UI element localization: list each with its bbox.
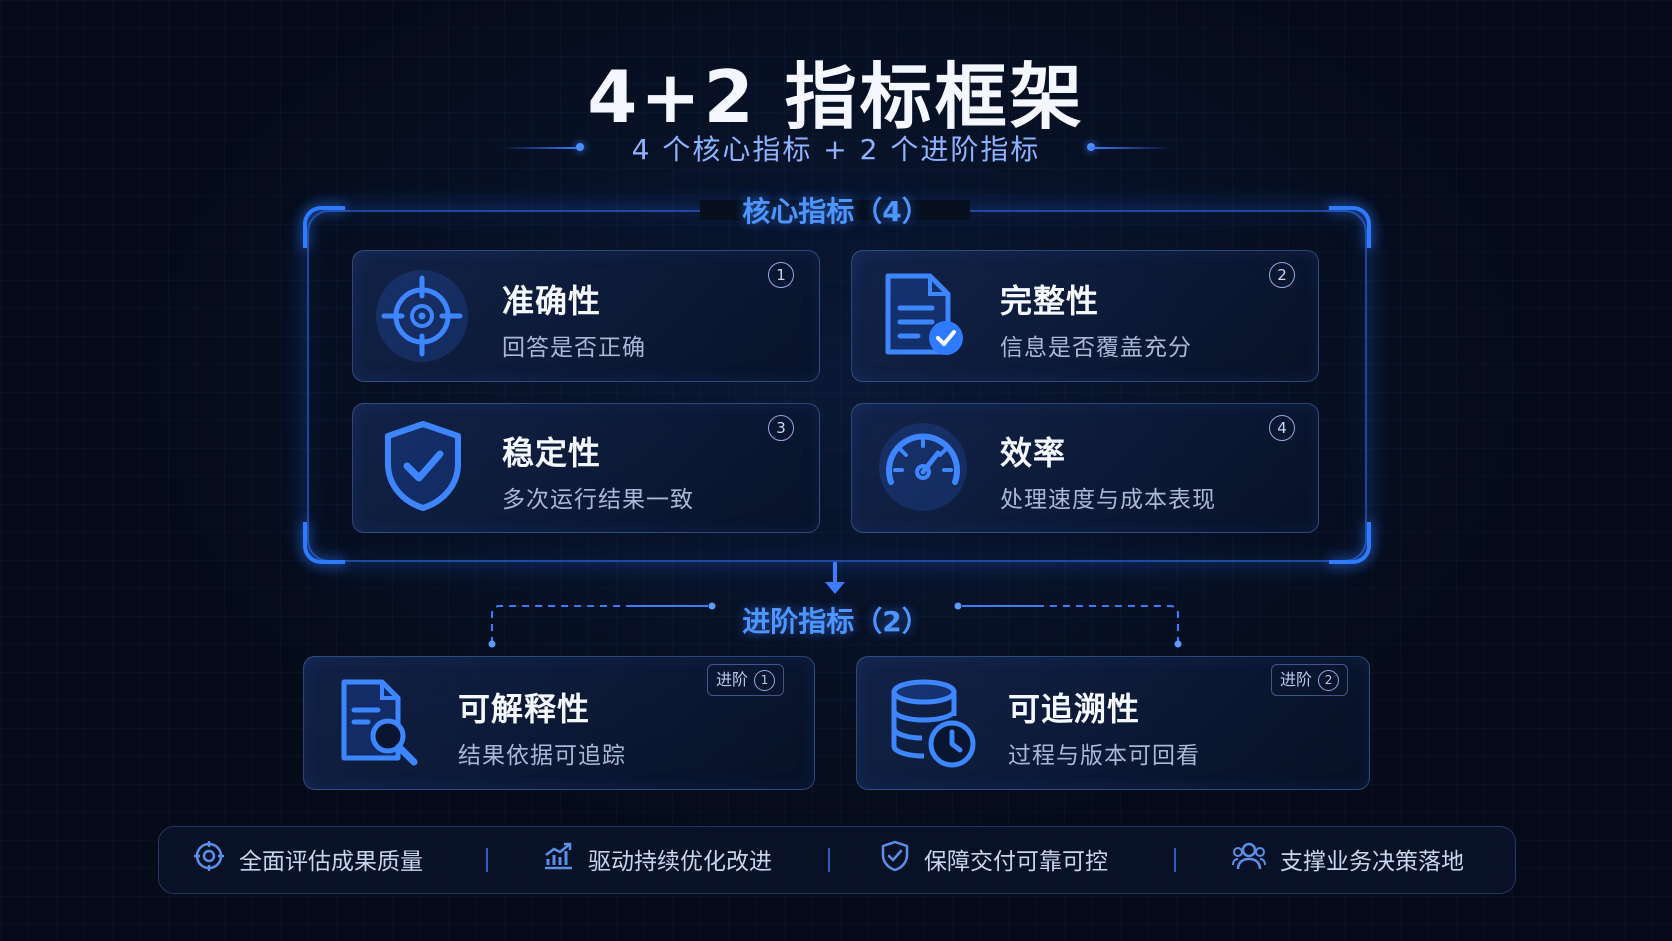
metric-title: 稳定性 bbox=[502, 434, 602, 472]
footer-item-optimize: 驱动持续优化改进 bbox=[542, 842, 772, 876]
metric-title: 准确性 bbox=[502, 282, 602, 320]
subtitle-line-right bbox=[1091, 147, 1171, 149]
metric-number-badge: 4 bbox=[1269, 415, 1295, 441]
shield-check-icon bbox=[880, 840, 910, 878]
metric-title: 可解释性 bbox=[458, 690, 591, 728]
metric-number-badge: 3 bbox=[768, 415, 794, 441]
trend-chart-icon bbox=[542, 841, 574, 877]
core-section-label: 核心指标（4） bbox=[742, 195, 930, 228]
footer-item-reliable: 保障交付可靠可控 bbox=[880, 840, 1108, 878]
connector-lines bbox=[488, 562, 1182, 648]
users-icon bbox=[1232, 841, 1266, 877]
frame-corner-tr bbox=[1329, 206, 1371, 248]
metric-title: 可追溯性 bbox=[1008, 690, 1141, 728]
metric-desc: 回答是否正确 bbox=[502, 335, 646, 361]
advanced-badge-number: 2 bbox=[1318, 669, 1340, 691]
advanced-badge: 进阶 2 bbox=[1271, 664, 1349, 696]
metric-desc: 过程与版本可回看 bbox=[1008, 743, 1200, 769]
footer-bar bbox=[158, 826, 1516, 894]
metric-title: 完整性 bbox=[1000, 282, 1100, 320]
page-subtitle: 4 个核心指标 + 2 个进阶指标 bbox=[631, 133, 1041, 166]
target-icon bbox=[374, 268, 470, 364]
target-icon bbox=[193, 840, 225, 878]
speedometer-icon bbox=[876, 420, 970, 514]
footer-item-quality: 全面评估成果质量 bbox=[193, 840, 423, 878]
frame-corner-bl bbox=[303, 522, 345, 564]
footer-item-label: 驱动持续优化改进 bbox=[588, 849, 772, 875]
advanced-badge: 进阶 1 bbox=[707, 664, 785, 696]
metric-card-completeness bbox=[851, 250, 1319, 382]
footer-item-decision: 支撑业务决策落地 bbox=[1232, 842, 1464, 876]
shield-check-icon bbox=[380, 418, 466, 514]
footer-divider bbox=[828, 848, 830, 872]
page-title: 4+2 指标框架 bbox=[587, 55, 1085, 139]
subtitle-line-left bbox=[500, 147, 580, 149]
document-search-icon bbox=[338, 676, 422, 768]
footer-item-label: 保障交付可靠可控 bbox=[924, 849, 1108, 875]
footer-divider bbox=[1174, 848, 1176, 872]
advanced-badge-label: 进阶 bbox=[1280, 670, 1313, 689]
footer-item-label: 支撑业务决策落地 bbox=[1280, 849, 1464, 875]
subtitle-dot-left bbox=[576, 143, 584, 151]
document-check-icon bbox=[882, 270, 968, 360]
metric-title: 效率 bbox=[1000, 434, 1067, 472]
metric-desc: 信息是否覆盖充分 bbox=[1000, 335, 1192, 361]
database-clock-icon bbox=[886, 676, 980, 770]
metric-desc: 多次运行结果一致 bbox=[502, 487, 694, 513]
metric-card-accuracy bbox=[352, 250, 820, 382]
advanced-badge-label: 进阶 bbox=[716, 670, 749, 689]
footer-item-label: 全面评估成果质量 bbox=[239, 849, 423, 875]
core-label-backdrop bbox=[700, 200, 970, 220]
metric-desc: 结果依据可追踪 bbox=[458, 743, 626, 769]
metric-card-explainability bbox=[303, 656, 815, 790]
frame-corner-br bbox=[1329, 522, 1371, 564]
metric-number-badge: 1 bbox=[768, 262, 794, 288]
metric-desc: 处理速度与成本表现 bbox=[1000, 487, 1216, 513]
frame-corner-tl bbox=[303, 206, 345, 248]
footer-divider bbox=[486, 848, 488, 872]
advanced-section-label: 进阶指标（2） bbox=[742, 605, 930, 638]
advanced-badge-number: 1 bbox=[754, 669, 776, 691]
metric-number-badge: 2 bbox=[1269, 262, 1295, 288]
